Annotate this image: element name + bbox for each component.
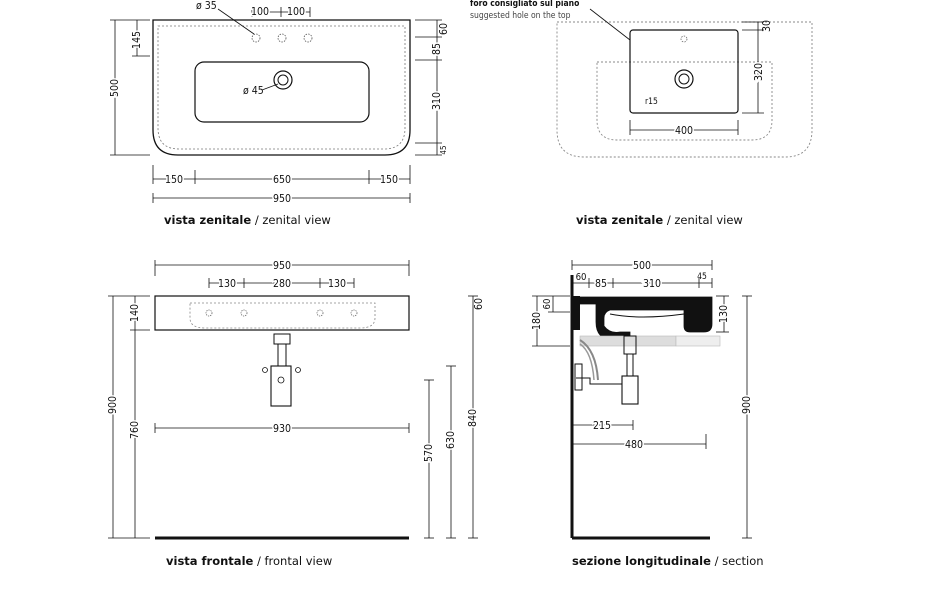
svg-text:280: 280 — [273, 278, 291, 290]
section-view-dimensions — [532, 260, 752, 539]
cutout-dimensions — [589, 8, 764, 135]
svg-text:60: 60 — [576, 272, 587, 283]
svg-text:140: 140 — [129, 304, 141, 322]
front-view-basin — [154, 295, 410, 540]
svg-text:85: 85 — [431, 43, 443, 55]
svg-text:30: 30 — [761, 20, 773, 32]
top-view-labels: ø 35 100 100 ø 45 500 145 60 85 310 45 1… — [108, 0, 451, 207]
front-view-dimensions — [108, 260, 478, 539]
cutout-labels: foro consigliato sul piano suggested hol… — [470, 0, 773, 139]
svg-text:r15: r15 — [645, 97, 658, 107]
svg-text:760: 760 — [129, 421, 141, 439]
caption-top-left: vista zenitale / zenital view — [164, 213, 331, 227]
svg-text:400: 400 — [675, 125, 693, 137]
svg-text:310: 310 — [643, 278, 661, 290]
svg-text:570: 570 — [423, 444, 435, 462]
suggested-hole-note-it: foro consigliato sul piano — [470, 0, 579, 9]
top-view-basin — [152, 19, 411, 156]
svg-text:130: 130 — [218, 278, 236, 290]
svg-text:500: 500 — [109, 79, 121, 97]
svg-text:45: 45 — [439, 145, 448, 154]
svg-text:60: 60 — [542, 299, 553, 310]
caption-top-right: vista zenitale / zenital view — [576, 213, 743, 227]
svg-text:130: 130 — [718, 305, 730, 323]
svg-text:840: 840 — [467, 409, 479, 427]
svg-text:180: 180 — [531, 312, 543, 330]
caption-section: sezione longitudinale / section — [572, 554, 764, 568]
svg-text:85: 85 — [595, 278, 607, 290]
cutout-view — [556, 21, 813, 158]
svg-text:650: 650 — [273, 174, 291, 186]
svg-text:320: 320 — [753, 63, 765, 81]
front-view-labels: 950 130 280 130 140 900 760 930 60 840 6… — [106, 259, 486, 464]
svg-text:100: 100 — [287, 6, 305, 18]
svg-text:45: 45 — [697, 272, 707, 282]
section-view-labels: 500 60 85 310 45 60 180 130 215 480 900 — [530, 259, 755, 453]
svg-text:310: 310 — [431, 92, 443, 110]
top-view-dimensions — [110, 7, 442, 203]
caption-front: vista frontale / frontal view — [166, 554, 333, 568]
svg-text:630: 630 — [445, 431, 457, 449]
svg-text:480: 480 — [625, 439, 643, 451]
svg-text:215: 215 — [593, 420, 611, 432]
svg-text:930: 930 — [273, 423, 291, 435]
svg-text:150: 150 — [165, 174, 183, 186]
svg-text:950: 950 — [273, 260, 291, 272]
section-view-basin — [570, 275, 721, 540]
svg-text:100: 100 — [251, 6, 269, 18]
suggested-hole-note-en: suggested hole on the top — [470, 11, 571, 21]
svg-text:900: 900 — [107, 396, 119, 414]
svg-text:900: 900 — [741, 396, 753, 414]
hole-diam-label: ø 35 — [196, 0, 217, 12]
svg-text:950: 950 — [273, 193, 291, 205]
svg-text:150: 150 — [380, 174, 398, 186]
svg-text:130: 130 — [328, 278, 346, 290]
svg-text:60: 60 — [473, 298, 485, 310]
svg-text:60: 60 — [438, 23, 450, 35]
svg-text:500: 500 — [633, 260, 651, 272]
svg-text:145: 145 — [131, 31, 143, 49]
drain-diam-label: ø 45 — [243, 85, 264, 97]
